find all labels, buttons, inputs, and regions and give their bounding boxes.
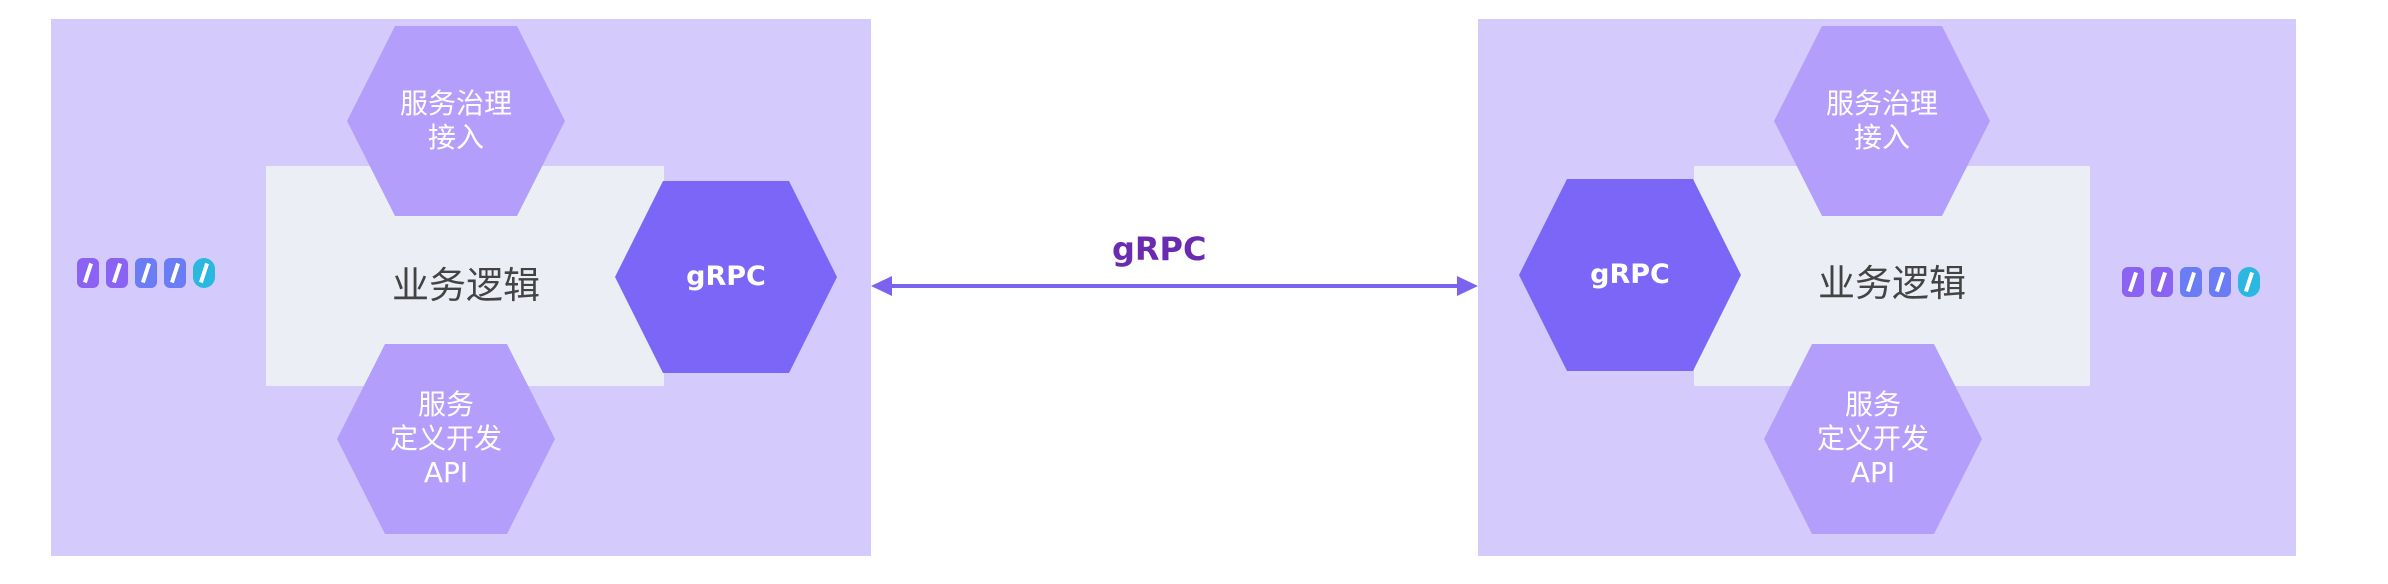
logo-glyph-stroke (170, 262, 180, 284)
logo-glyph-stroke (2244, 271, 2254, 293)
left-grpc-label: gRPC (686, 261, 766, 292)
right-definition-label: 服务 定义开发 API (1764, 344, 1982, 534)
left-definition-line-1: 服务 (417, 388, 474, 421)
left-definition-line-2: 定义开发 (389, 422, 502, 455)
right-definition-hexagon (1764, 344, 1982, 534)
left-grpc-hexagon (615, 181, 837, 373)
right-definition-line-1: 服务 (1844, 388, 1901, 421)
left-dubbo-logo (77, 258, 215, 288)
logo-glyph-stroke (2128, 271, 2138, 293)
left-business-logic-label: 业务逻辑 (392, 264, 540, 307)
arrow-head-right (1457, 276, 1478, 296)
right-definition-line-3: API (1850, 456, 1896, 489)
right-governance-hexagon (1774, 26, 1990, 216)
right-governance-label: 服务治理 接入 (1774, 26, 1990, 216)
arrow-head-left (871, 276, 892, 296)
right-grpc-label: gRPC (1590, 259, 1670, 290)
right-business-logic-label: 业务逻辑 (1818, 262, 1966, 305)
right-governance-line-2: 接入 (1853, 121, 1910, 154)
left-definition-line-3: API (423, 456, 469, 489)
left-governance-line-2: 接入 (427, 121, 484, 154)
logo-glyph-stroke (112, 262, 122, 284)
right-grpc-hexagon (1519, 179, 1741, 371)
left-governance-label: 服务治理 接入 (347, 26, 565, 216)
logo-glyph-stroke (199, 262, 209, 284)
right-definition-line-2: 定义开发 (1816, 422, 1929, 455)
left-definition-hexagon (337, 344, 555, 534)
logo-glyph-stroke (2186, 271, 2196, 293)
left-definition-label: 服务 定义开发 API (337, 344, 555, 534)
logo-glyph-stroke (83, 262, 93, 284)
right-dubbo-logo (2122, 267, 2260, 297)
logo-glyph-stroke (2157, 271, 2167, 293)
right-governance-line-1: 服务治理 (1825, 87, 1938, 120)
left-governance-line-1: 服务治理 (399, 87, 512, 120)
logo-glyph-stroke (141, 262, 151, 284)
grpc-link-label: gRPC (1112, 230, 1207, 268)
left-governance-hexagon (347, 26, 565, 216)
logo-glyph-stroke (2215, 271, 2225, 293)
